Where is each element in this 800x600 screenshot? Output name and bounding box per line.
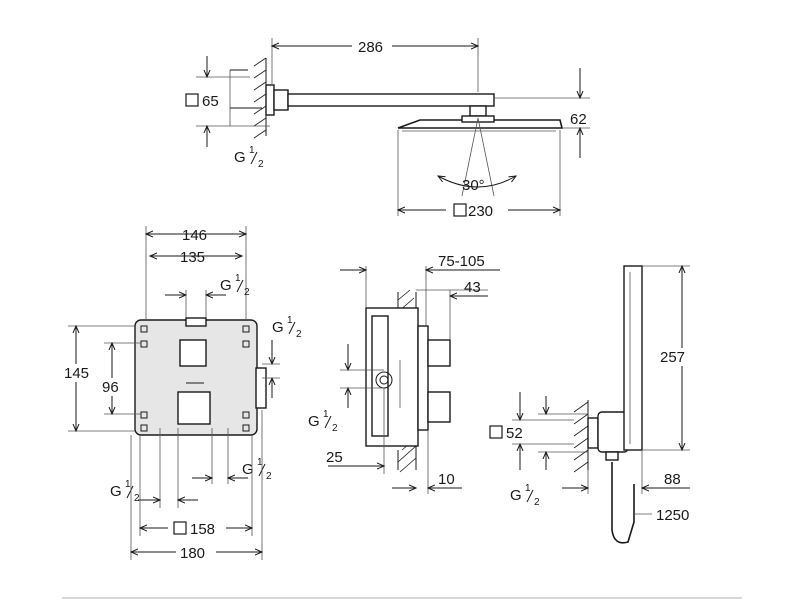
svg-text:G: G bbox=[234, 149, 246, 166]
flow-control bbox=[177, 391, 211, 425]
arm-thread-num: 1 bbox=[249, 145, 255, 156]
plate-size-label: 158 bbox=[190, 521, 215, 538]
arm-mount bbox=[273, 89, 289, 111]
depth-range-label: 75-105 bbox=[438, 253, 485, 270]
hand-thread-num: 1 bbox=[525, 483, 531, 494]
thread-top-num: 1 bbox=[235, 273, 241, 284]
shower-hose bbox=[611, 462, 635, 544]
bottom-offset-label: 25 bbox=[326, 449, 343, 466]
hand-shower-view: 257 52 G 1 2 88 1250 bbox=[489, 265, 694, 544]
side-thread-label: G bbox=[308, 413, 320, 430]
thread-top-label: G bbox=[220, 277, 232, 294]
side-knob-top bbox=[427, 339, 451, 367]
hose-length-label: 1250 bbox=[656, 507, 689, 524]
temperature-control bbox=[179, 339, 207, 367]
width-outer-label: 146 bbox=[182, 227, 207, 244]
svg-text:G: G bbox=[242, 461, 254, 478]
side-knob-bottom bbox=[427, 391, 451, 423]
head-size-label: 230 bbox=[468, 203, 493, 220]
projection-label: 88 bbox=[664, 471, 681, 488]
svg-text:G: G bbox=[510, 487, 522, 504]
height-label: 145 bbox=[64, 365, 89, 382]
shower-arm bbox=[287, 93, 495, 107]
svg-text:G: G bbox=[308, 413, 320, 430]
holder-size-label: 52 bbox=[506, 425, 523, 442]
mounting-marks bbox=[140, 325, 250, 432]
svg-text:G: G bbox=[220, 277, 232, 294]
thermostat-front-view: 146 135 G 1 2 G 1 2 145 96 bbox=[62, 226, 302, 562]
thread-right-num: 1 bbox=[287, 315, 293, 326]
hand-wall-hatch bbox=[573, 401, 589, 473]
side-thread-num: 1 bbox=[323, 409, 329, 420]
svg-text:G: G bbox=[272, 319, 284, 336]
thread-right-label: G bbox=[272, 319, 284, 336]
bottom-rule bbox=[62, 597, 742, 599]
hand-thread-den: 2 bbox=[534, 497, 540, 508]
thread-right-den: 2 bbox=[296, 329, 302, 340]
head-height-label: 62 bbox=[570, 111, 587, 128]
thread-bl-num: 1 bbox=[125, 479, 131, 490]
overall-width-label: 180 bbox=[180, 545, 205, 562]
wall-outlet bbox=[587, 417, 599, 449]
thread-top-den: 2 bbox=[244, 287, 250, 298]
width-inner-label: 135 bbox=[180, 249, 205, 266]
shower-arm-view: 286 65 G 1 2 62 30° 230 bbox=[185, 36, 590, 220]
hand-length-label: 257 bbox=[660, 349, 685, 366]
thermostat-side-view: 75-105 43 G 1 2 25 10 bbox=[308, 253, 500, 494]
hand-thread-label: G bbox=[510, 487, 522, 504]
flange-square-label: 65 bbox=[202, 93, 219, 110]
svg-text:G: G bbox=[110, 483, 122, 500]
inner-height-label: 96 bbox=[102, 379, 119, 396]
thread-bl-den: 2 bbox=[134, 493, 140, 504]
arm-flange bbox=[265, 84, 275, 116]
arm-length-label: 286 bbox=[358, 39, 383, 56]
thread-bottom-left-label: G bbox=[110, 483, 122, 500]
arm-joint bbox=[469, 105, 487, 117]
head-shower bbox=[397, 119, 564, 129]
thread-br-num: 1 bbox=[257, 457, 263, 468]
arm-thread-den: 2 bbox=[258, 159, 264, 170]
arm-thread-label: G bbox=[234, 149, 246, 166]
thread-bottom-right-label: G bbox=[242, 461, 254, 478]
side-thread-den: 2 bbox=[332, 423, 338, 434]
hand-shower bbox=[623, 265, 643, 451]
wall-offset-label: 10 bbox=[438, 471, 455, 488]
thread-br-den: 2 bbox=[266, 471, 272, 482]
spray-angle-label: 30° bbox=[462, 177, 485, 194]
depth-label: 43 bbox=[464, 279, 481, 296]
